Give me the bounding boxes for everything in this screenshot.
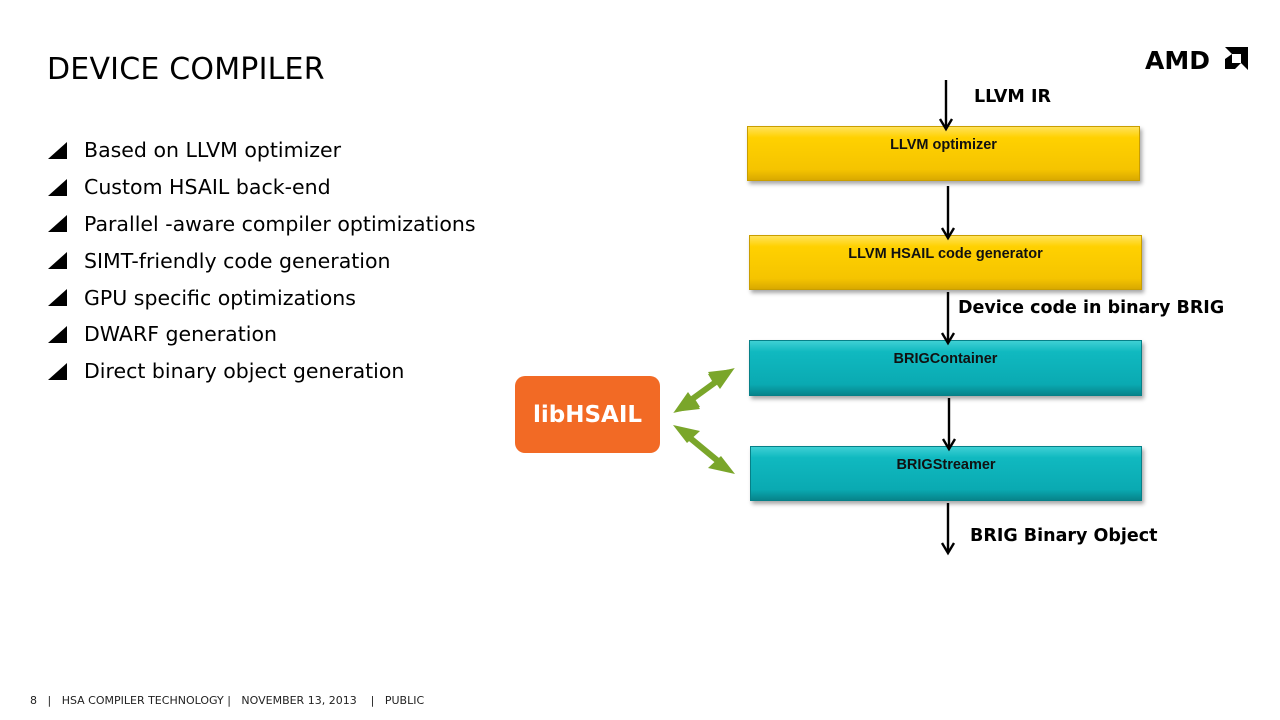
brig-streamer-box: BRIGStreamer (750, 446, 1142, 501)
brig-binary-object-label: BRIG Binary Object (970, 526, 1158, 546)
bullet-item: SIMT-friendly code generation (48, 242, 476, 279)
bullet-item: DWARF generation (48, 316, 476, 353)
bullet-item: GPU specific optimizations (48, 279, 476, 316)
page-title: DEVICE COMPILER (47, 52, 325, 87)
triangle-bullet-icon (48, 141, 67, 159)
triangle-bullet-icon (48, 289, 67, 307)
bullet-item: Based on LLVM optimizer (48, 132, 476, 169)
triangle-bullet-icon (48, 325, 67, 343)
amd-logo: AMD (1145, 46, 1248, 73)
brig-container-box: BRIGContainer (749, 340, 1142, 396)
amd-arrow-icon-lower (1225, 54, 1241, 69)
llvm-ir-label: LLVM IR (974, 87, 1051, 107)
libhsail-box: libHSAIL (515, 376, 660, 453)
footer-date: NOVEMBER 13, 2013 (241, 694, 357, 707)
bullet-item: Parallel -aware compiler optimizations (48, 206, 476, 243)
amd-logo-text: AMD (1145, 46, 1210, 73)
footer: 8 | HSA COMPILER TECHNOLOGY | NOVEMBER 1… (30, 694, 425, 707)
bullet-item: Direct binary object generation (48, 353, 476, 390)
footer-classification: PUBLIC (384, 694, 425, 707)
bullet-item: Custom HSAIL back-end (48, 169, 476, 206)
triangle-bullet-icon (48, 362, 67, 380)
llvm-optimizer-box: LLVM optimizer (747, 126, 1140, 181)
hsail-codegen-box: LLVM HSAIL code generator (749, 235, 1142, 290)
amd-arrow-icon (1225, 47, 1248, 70)
bullet-list: Based on LLVM optimizer Custom HSAIL bac… (48, 132, 476, 390)
footer-title: HSA COMPILER TECHNOLOGY (61, 694, 224, 707)
footer-page-number: 8 (30, 694, 37, 707)
green-double-arrow-upper (673, 368, 735, 413)
device-code-label: Device code in binary BRIG (958, 298, 1225, 318)
triangle-bullet-icon (48, 252, 67, 270)
green-double-arrow-lower (673, 425, 735, 474)
triangle-bullet-icon (48, 215, 67, 233)
triangle-bullet-icon (48, 178, 67, 196)
arrowhead-icon (940, 542, 956, 556)
